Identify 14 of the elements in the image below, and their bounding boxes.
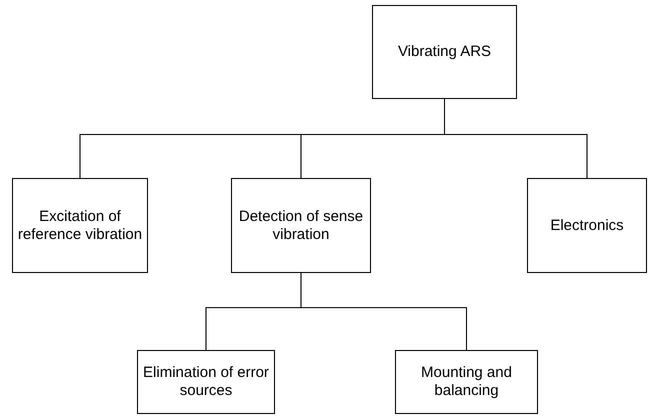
process-box <box>231 178 371 273</box>
process-box <box>527 178 647 273</box>
process-box <box>12 178 148 273</box>
box-label: Mounting and balancing <box>420 364 513 400</box>
process-box <box>137 350 275 414</box>
process-box <box>395 350 538 414</box>
box-label: Vibrating ARS <box>398 43 492 61</box>
connector-line <box>444 98 588 178</box>
box-label: Excitation of reference vibration <box>17 208 143 244</box>
connector-line <box>300 272 467 350</box>
box-label: Electronics <box>550 216 624 234</box>
process-box <box>372 5 517 99</box>
box-label: Elimination of error sources <box>142 364 270 400</box>
box-label: Detection of sense vibration <box>238 208 364 244</box>
